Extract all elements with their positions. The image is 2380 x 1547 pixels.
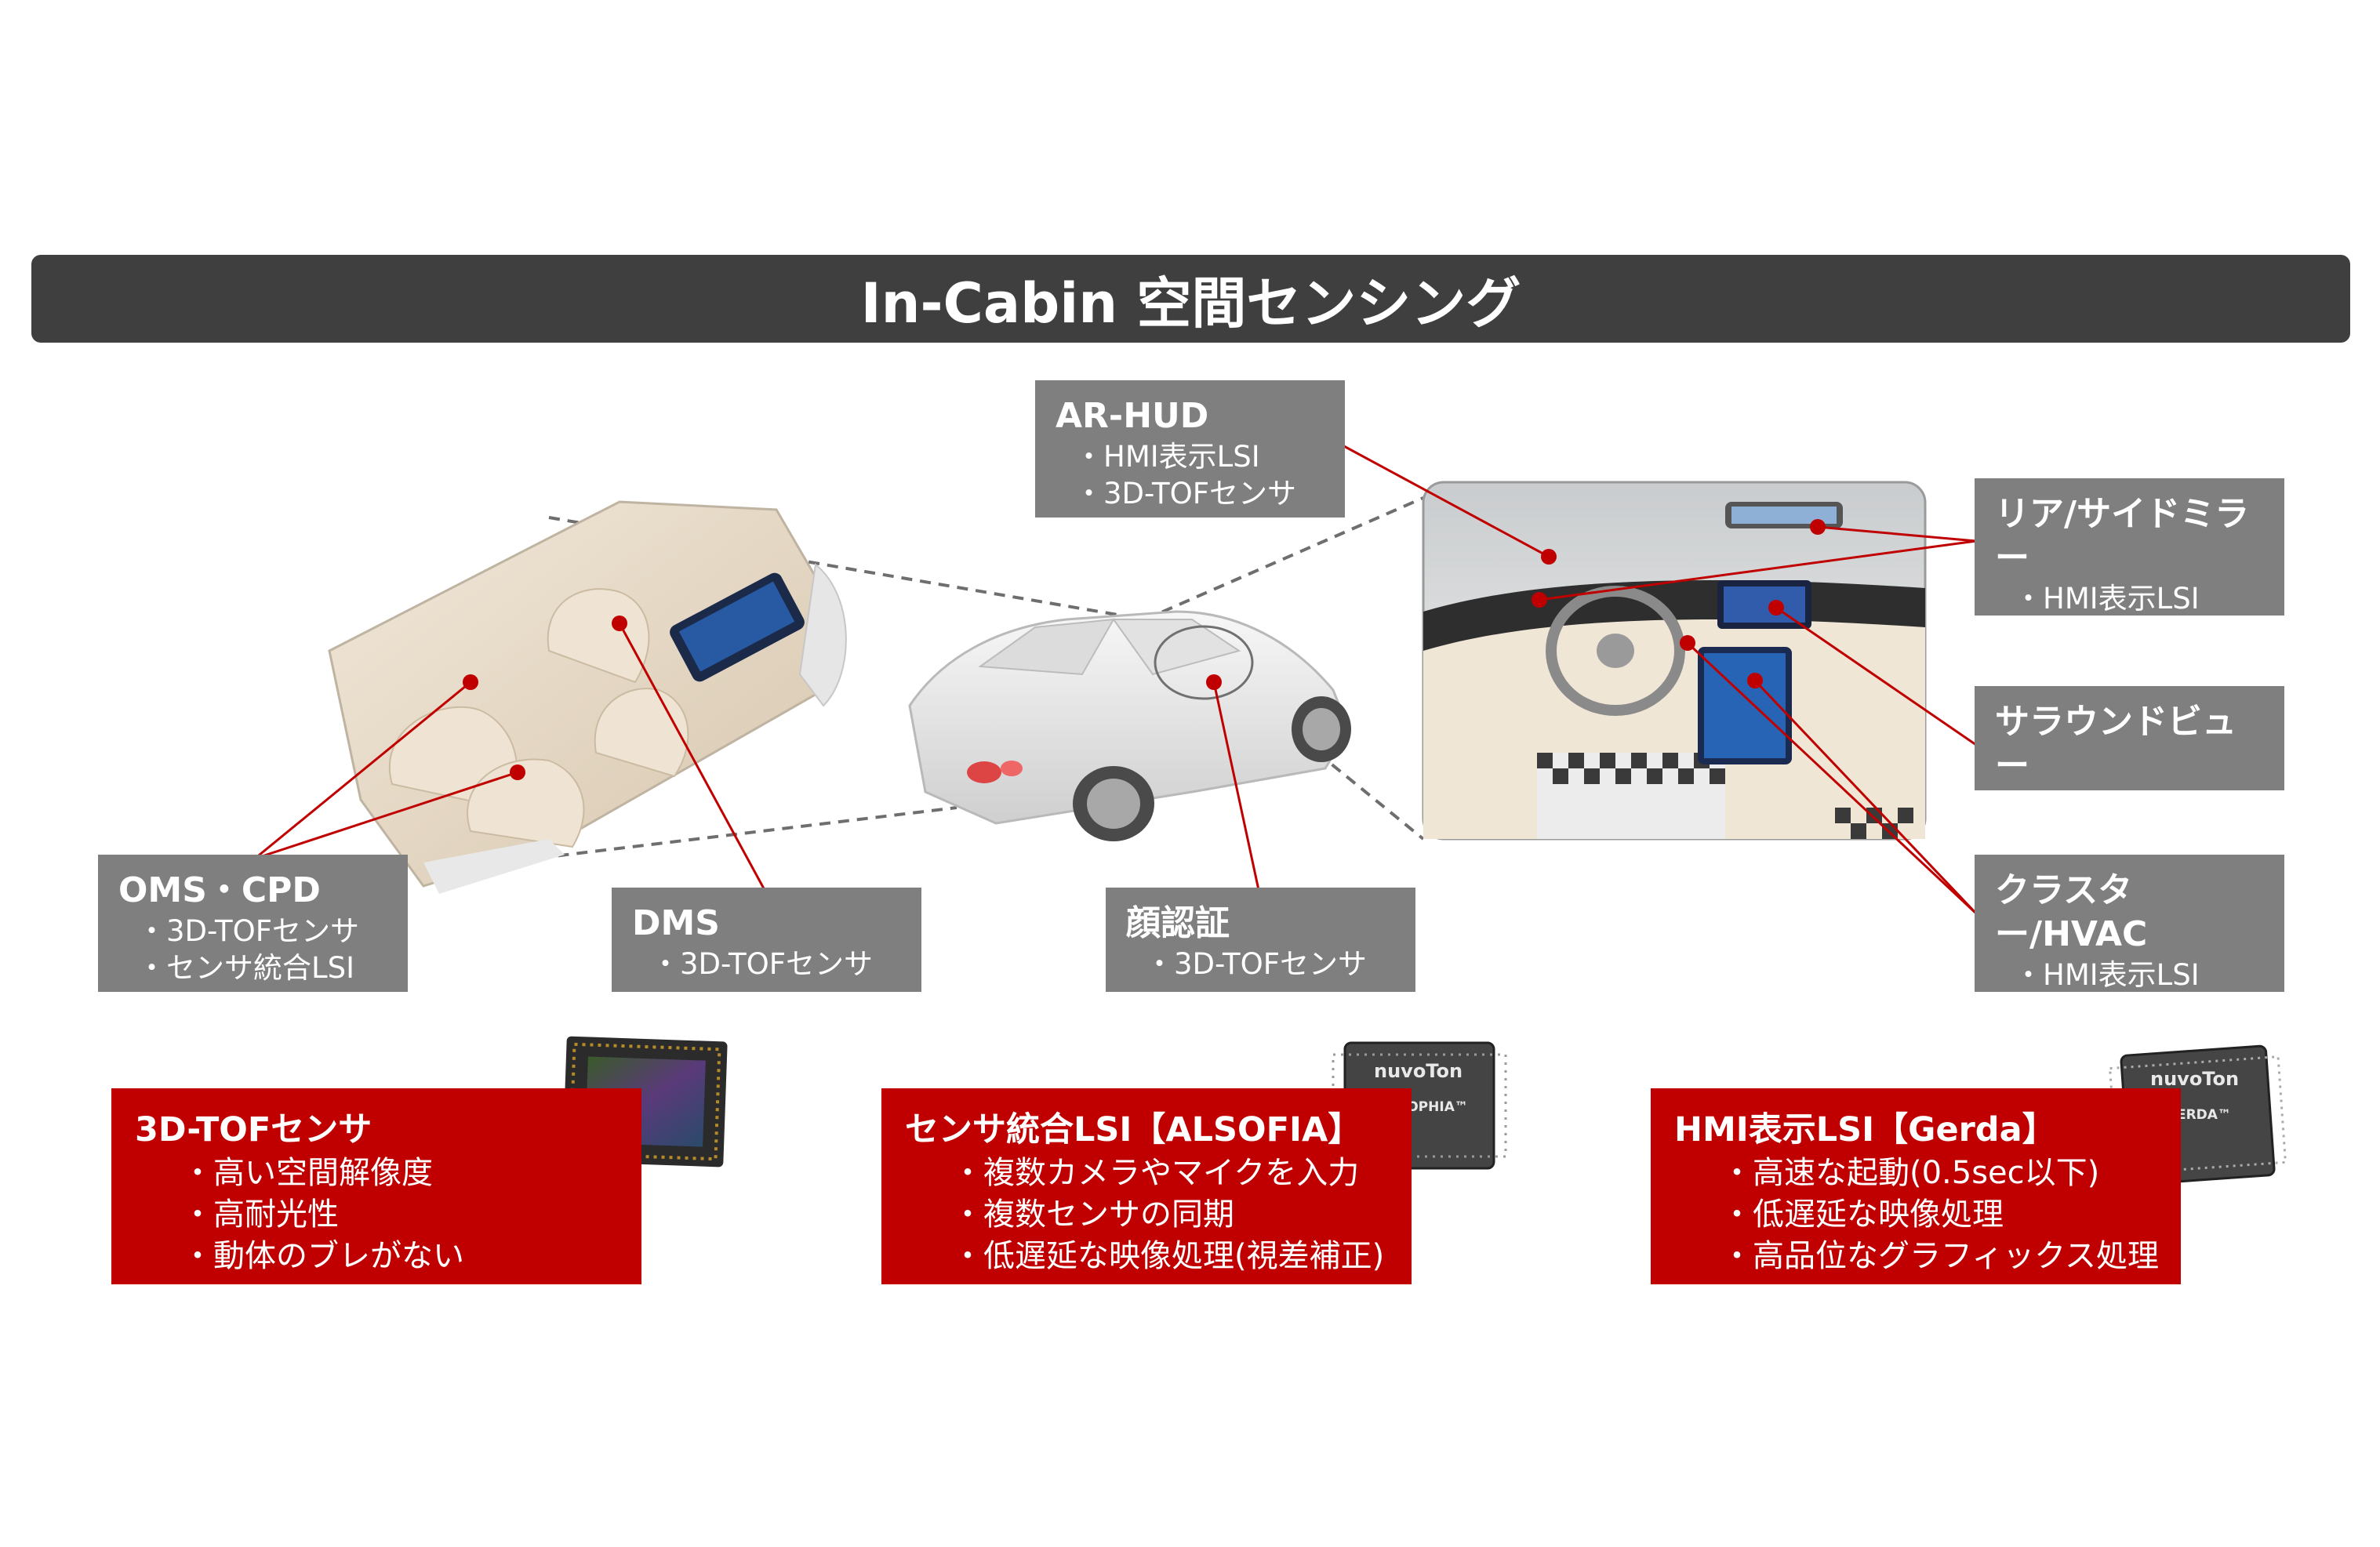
page-title: In-Cabin 空間センシング [31, 255, 2350, 343]
label-mirror-item: ・センサ統合LSI [2014, 619, 2232, 652]
product-gerda-title: HMI表示LSI【Gerda】 [1674, 1110, 2056, 1149]
product-tof-item: ・高耐光性 [182, 1197, 339, 1233]
label-cluster: クラスター/HVAC ・HMI表示LSI ・3D-TOFセンサ [1975, 855, 2284, 1029]
product-gerda: HMI表示LSI【Gerda】 ・高速な起動(0.5sec以下) ・低遅延な映像… [1651, 1088, 2181, 1284]
label-oms-cpd-title: OMS・CPD [118, 870, 321, 910]
alsofia-chip-brand: nuvoTon [1374, 1060, 1463, 1082]
label-ar-hud-item: ・3D-TOFセンサ [1074, 477, 1296, 510]
cabin-cutaway-illustration [328, 500, 847, 894]
label-dms: DMS ・3D-TOFセンサ [612, 888, 921, 992]
product-alsofia-title: センサ統合LSI【ALSOFIA】 [905, 1110, 1362, 1149]
label-oms-cpd: OMS・CPD ・3D-TOFセンサ ・センサ統合LSI [98, 855, 408, 992]
product-tof-title: 3D-TOFセンサ [135, 1110, 372, 1149]
label-dms-title: DMS [632, 903, 720, 943]
label-mirror-item: ・HMI表示LSI [2014, 582, 2200, 616]
label-face-auth: 顔認証 ・3D-TOFセンサ [1106, 888, 1415, 992]
label-cluster-item: ・3D-TOFセンサ [2014, 995, 2236, 1029]
label-mirror: リア/サイドミラー ・HMI表示LSI ・センサ統合LSI [1975, 478, 2284, 652]
product-alsofia-item: ・低遅延な映像処理(視差補正) [952, 1238, 1385, 1274]
product-gerda-item: ・高速な起動(0.5sec以下) [1721, 1155, 2100, 1191]
sedan-illustration [908, 610, 1351, 841]
label-face-auth-item: ・3D-TOFセンサ [1145, 947, 1367, 981]
product-alsofia-item: ・複数カメラやマイクを入力 [952, 1155, 1360, 1191]
product-tof-item: ・動体のブレがない [182, 1238, 464, 1274]
label-surround-title: サラウンドビュー [1995, 702, 2236, 786]
gerda-chip-brand: nuvoTon [2150, 1068, 2240, 1090]
label-ar-hud-title: AR-HUD [1056, 396, 1209, 436]
label-oms-cpd-item: ・センサ統合LSI [137, 951, 355, 985]
product-alsofia-item: ・複数センサの同期 [952, 1197, 1234, 1233]
product-tof: 3D-TOFセンサ ・高い空間解像度 ・高耐光性 ・動体のブレがない [111, 1088, 641, 1284]
product-gerda-item: ・低遅延な映像処理 [1721, 1197, 2004, 1233]
leader-dots [463, 519, 1826, 780]
label-mirror-title: リア/サイドミラー [1995, 494, 2250, 578]
label-ar-hud: AR-HUD ・HMI表示LSI ・3D-TOFセンサ [1035, 380, 1345, 517]
label-surround: サラウンドビュー ・センサ統合LSI [1975, 686, 2284, 823]
label-ar-hud-item: ・HMI表示LSI [1074, 440, 1260, 474]
product-alsofia: センサ統合LSI【ALSOFIA】 ・複数カメラやマイクを入力 ・複数センサの同… [881, 1088, 1412, 1284]
label-dms-item: ・3D-TOFセンサ [651, 947, 873, 981]
label-face-auth-title: 顔認証 [1126, 903, 1230, 943]
label-cluster-title: クラスター/HVAC [1995, 870, 2148, 954]
leader-lines [254, 444, 1978, 915]
gerda-chip-mark: GERDA™ [2166, 1107, 2231, 1123]
label-cluster-item: ・HMI表示LSI [2014, 958, 2200, 992]
cockpit-illustration [1422, 481, 1927, 841]
label-surround-item: ・センサ統合LSI [2014, 790, 2232, 823]
product-gerda-item: ・高品位なグラフィックス処理 [1721, 1238, 2159, 1274]
label-oms-cpd-item: ・3D-TOFセンサ [137, 914, 359, 948]
product-tof-item: ・高い空間解像度 [182, 1155, 433, 1191]
